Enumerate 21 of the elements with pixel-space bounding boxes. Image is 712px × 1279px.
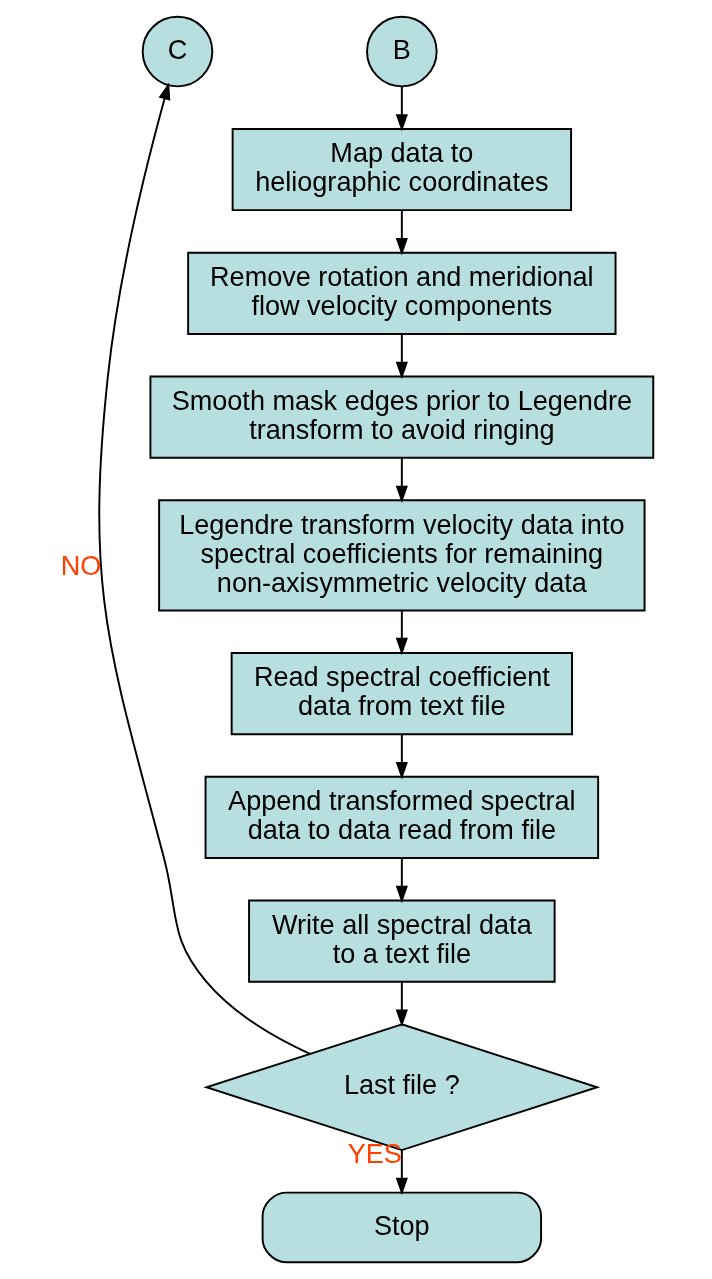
node-box: Read spectral coefficient data from text file	[230, 652, 573, 736]
node-circle: B	[365, 15, 438, 88]
arrow	[395, 1149, 408, 1196]
edge-label: NO	[60, 550, 101, 582]
arrow	[395, 209, 408, 256]
arrow	[395, 85, 408, 132]
node-box: Append transformed spectral data to data read from file	[204, 775, 599, 859]
node-box: Legendre transform velocity data into spectral coefficients for remaining non-axisymmetric velocity data	[157, 499, 646, 612]
node-box: Stop	[261, 1191, 542, 1264]
arrow	[395, 857, 408, 904]
node-box: Smooth mask edges prior to Legendre transform to avoid ringing	[148, 375, 654, 459]
arrow	[395, 456, 408, 504]
arrow	[97, 82, 311, 1055]
arrow	[395, 610, 408, 656]
arrow	[395, 333, 408, 380]
node-box: Write all spectral data to a text file	[247, 899, 556, 983]
node-box: Remove rotation and meridional flow velocity components	[186, 251, 616, 335]
node-circle: C	[141, 15, 213, 88]
arrow	[395, 981, 408, 1027]
node-box: Map data to heliographic coordinates	[231, 127, 572, 212]
arrow	[395, 733, 408, 780]
